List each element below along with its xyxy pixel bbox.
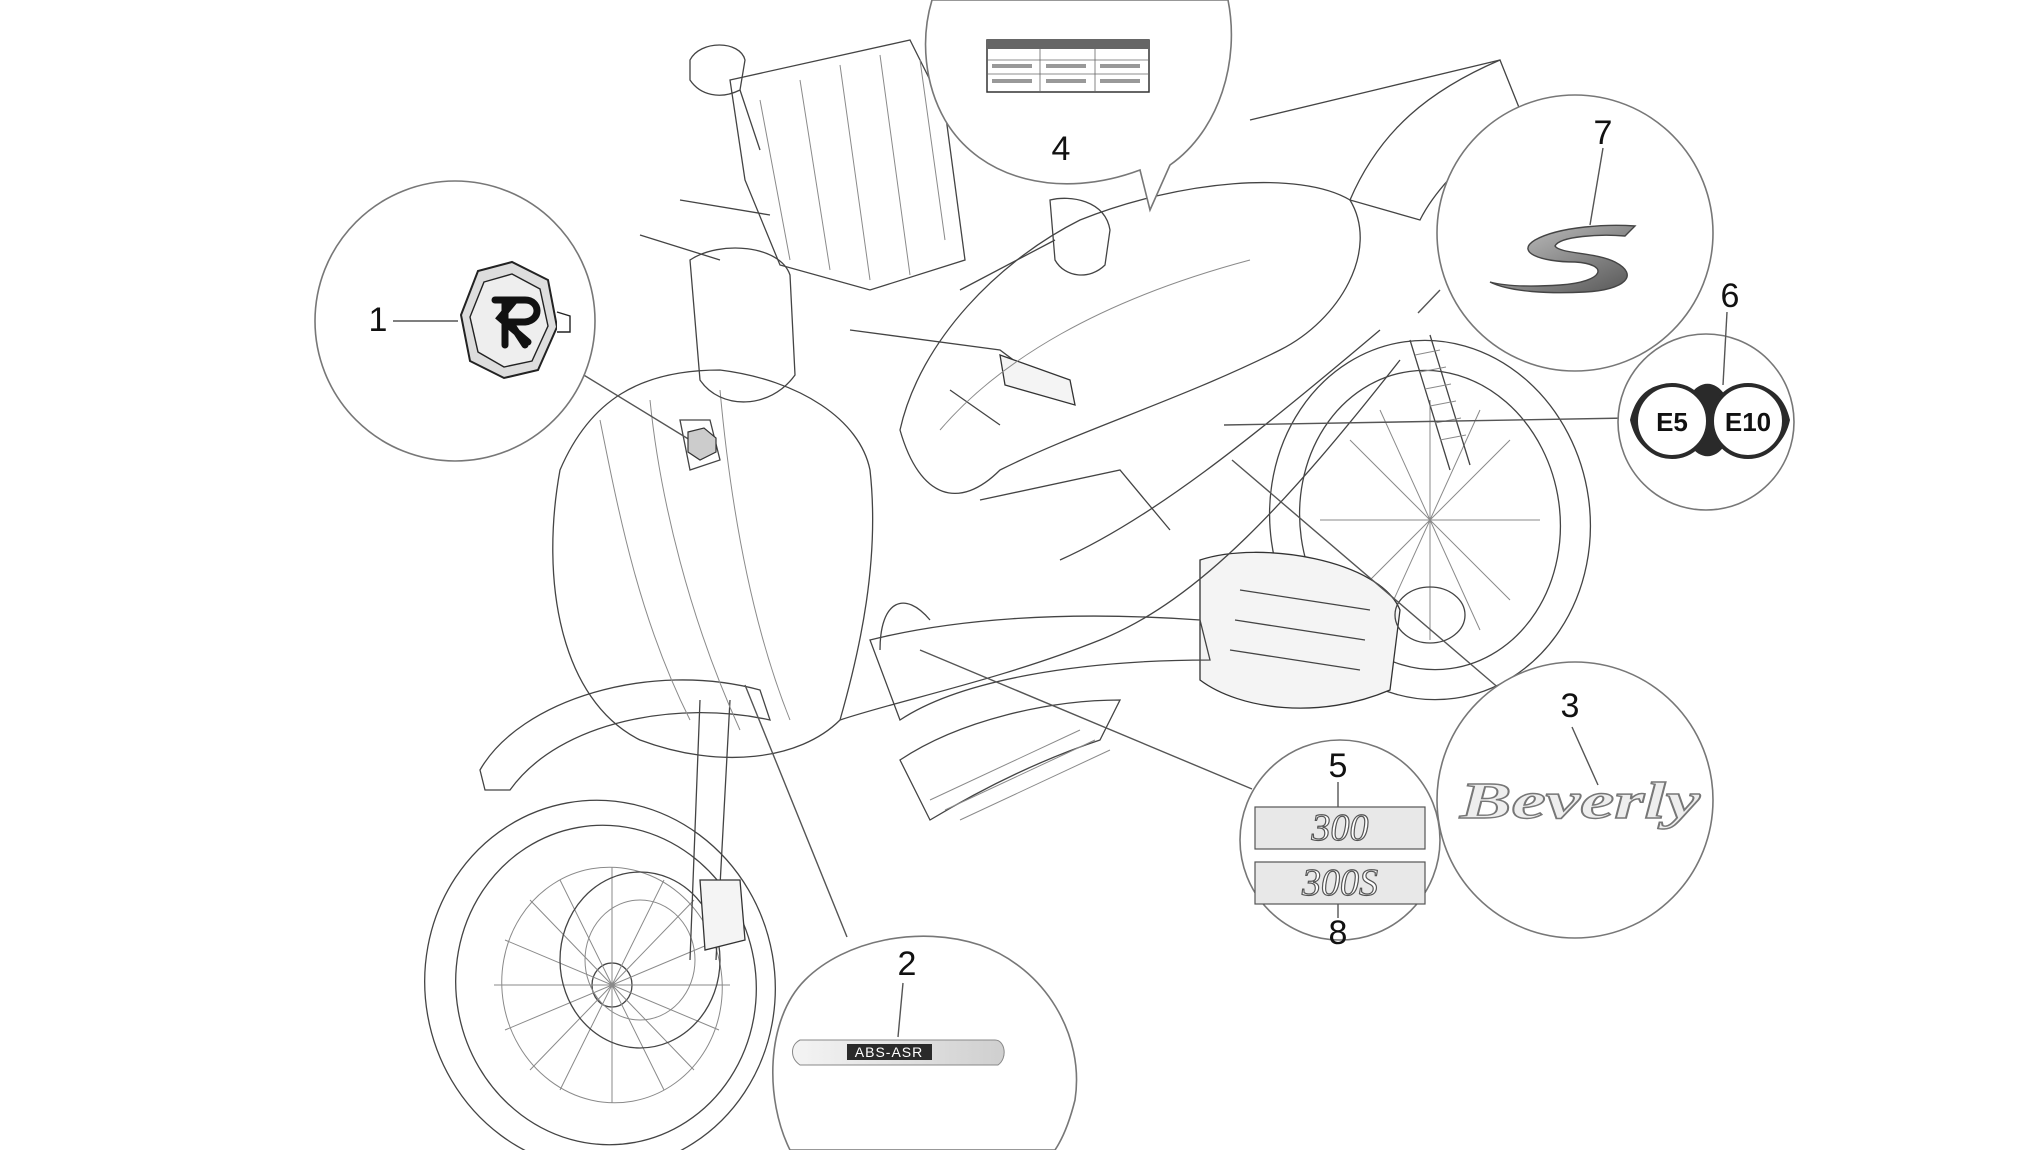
callout-number-6: 6	[1721, 277, 1740, 315]
callout-number-8: 8	[1329, 914, 1348, 952]
callout-number-4: 4	[1052, 130, 1071, 168]
fuel-e5-label: E5	[1656, 407, 1688, 437]
callout-number-5: 5	[1329, 747, 1348, 785]
callout-3: 3 Beverly	[1436, 661, 1714, 939]
front-wheel	[424, 799, 776, 1150]
model-script-badge: Beverly	[1459, 773, 1702, 830]
abs-asr-badge: ABS-ASR	[792, 1039, 1005, 1066]
plate-300s: 300S	[1254, 861, 1426, 905]
callout-number-1: 1	[369, 301, 388, 339]
rear-wheel	[1268, 339, 1592, 701]
emblem-on-scooter-icon	[687, 427, 717, 461]
plate-300-label: 300	[1311, 807, 1369, 849]
plate-300: 300	[1254, 806, 1426, 850]
callout-4: 4	[924, 0, 1233, 213]
tyre-pressure-label	[986, 39, 1150, 93]
callout-number-2: 2	[898, 945, 917, 983]
leader-lines	[568, 166, 1630, 938]
callout-number-3: 3	[1561, 687, 1580, 725]
scooter-drawing	[424, 39, 1592, 1150]
callout-6: 6 E5 E10	[1617, 277, 1795, 511]
callout-7: 7	[1436, 94, 1714, 372]
fuel-compat-sticker: E5 E10	[1630, 383, 1790, 459]
callout-number-7: 7	[1594, 114, 1613, 152]
callout-2: 2 ABS-ASR	[772, 935, 1078, 1150]
s-logo-icon	[1489, 224, 1637, 294]
fuel-e10-label: E10	[1725, 407, 1771, 437]
abs-asr-label: ABS-ASR	[855, 1044, 923, 1060]
callout-1: 1	[314, 180, 596, 462]
callout-5-8: 5 300 300S 8	[1239, 739, 1441, 952]
plate-300s-label: 300S	[1301, 862, 1378, 904]
brand-emblem-icon	[459, 260, 571, 380]
